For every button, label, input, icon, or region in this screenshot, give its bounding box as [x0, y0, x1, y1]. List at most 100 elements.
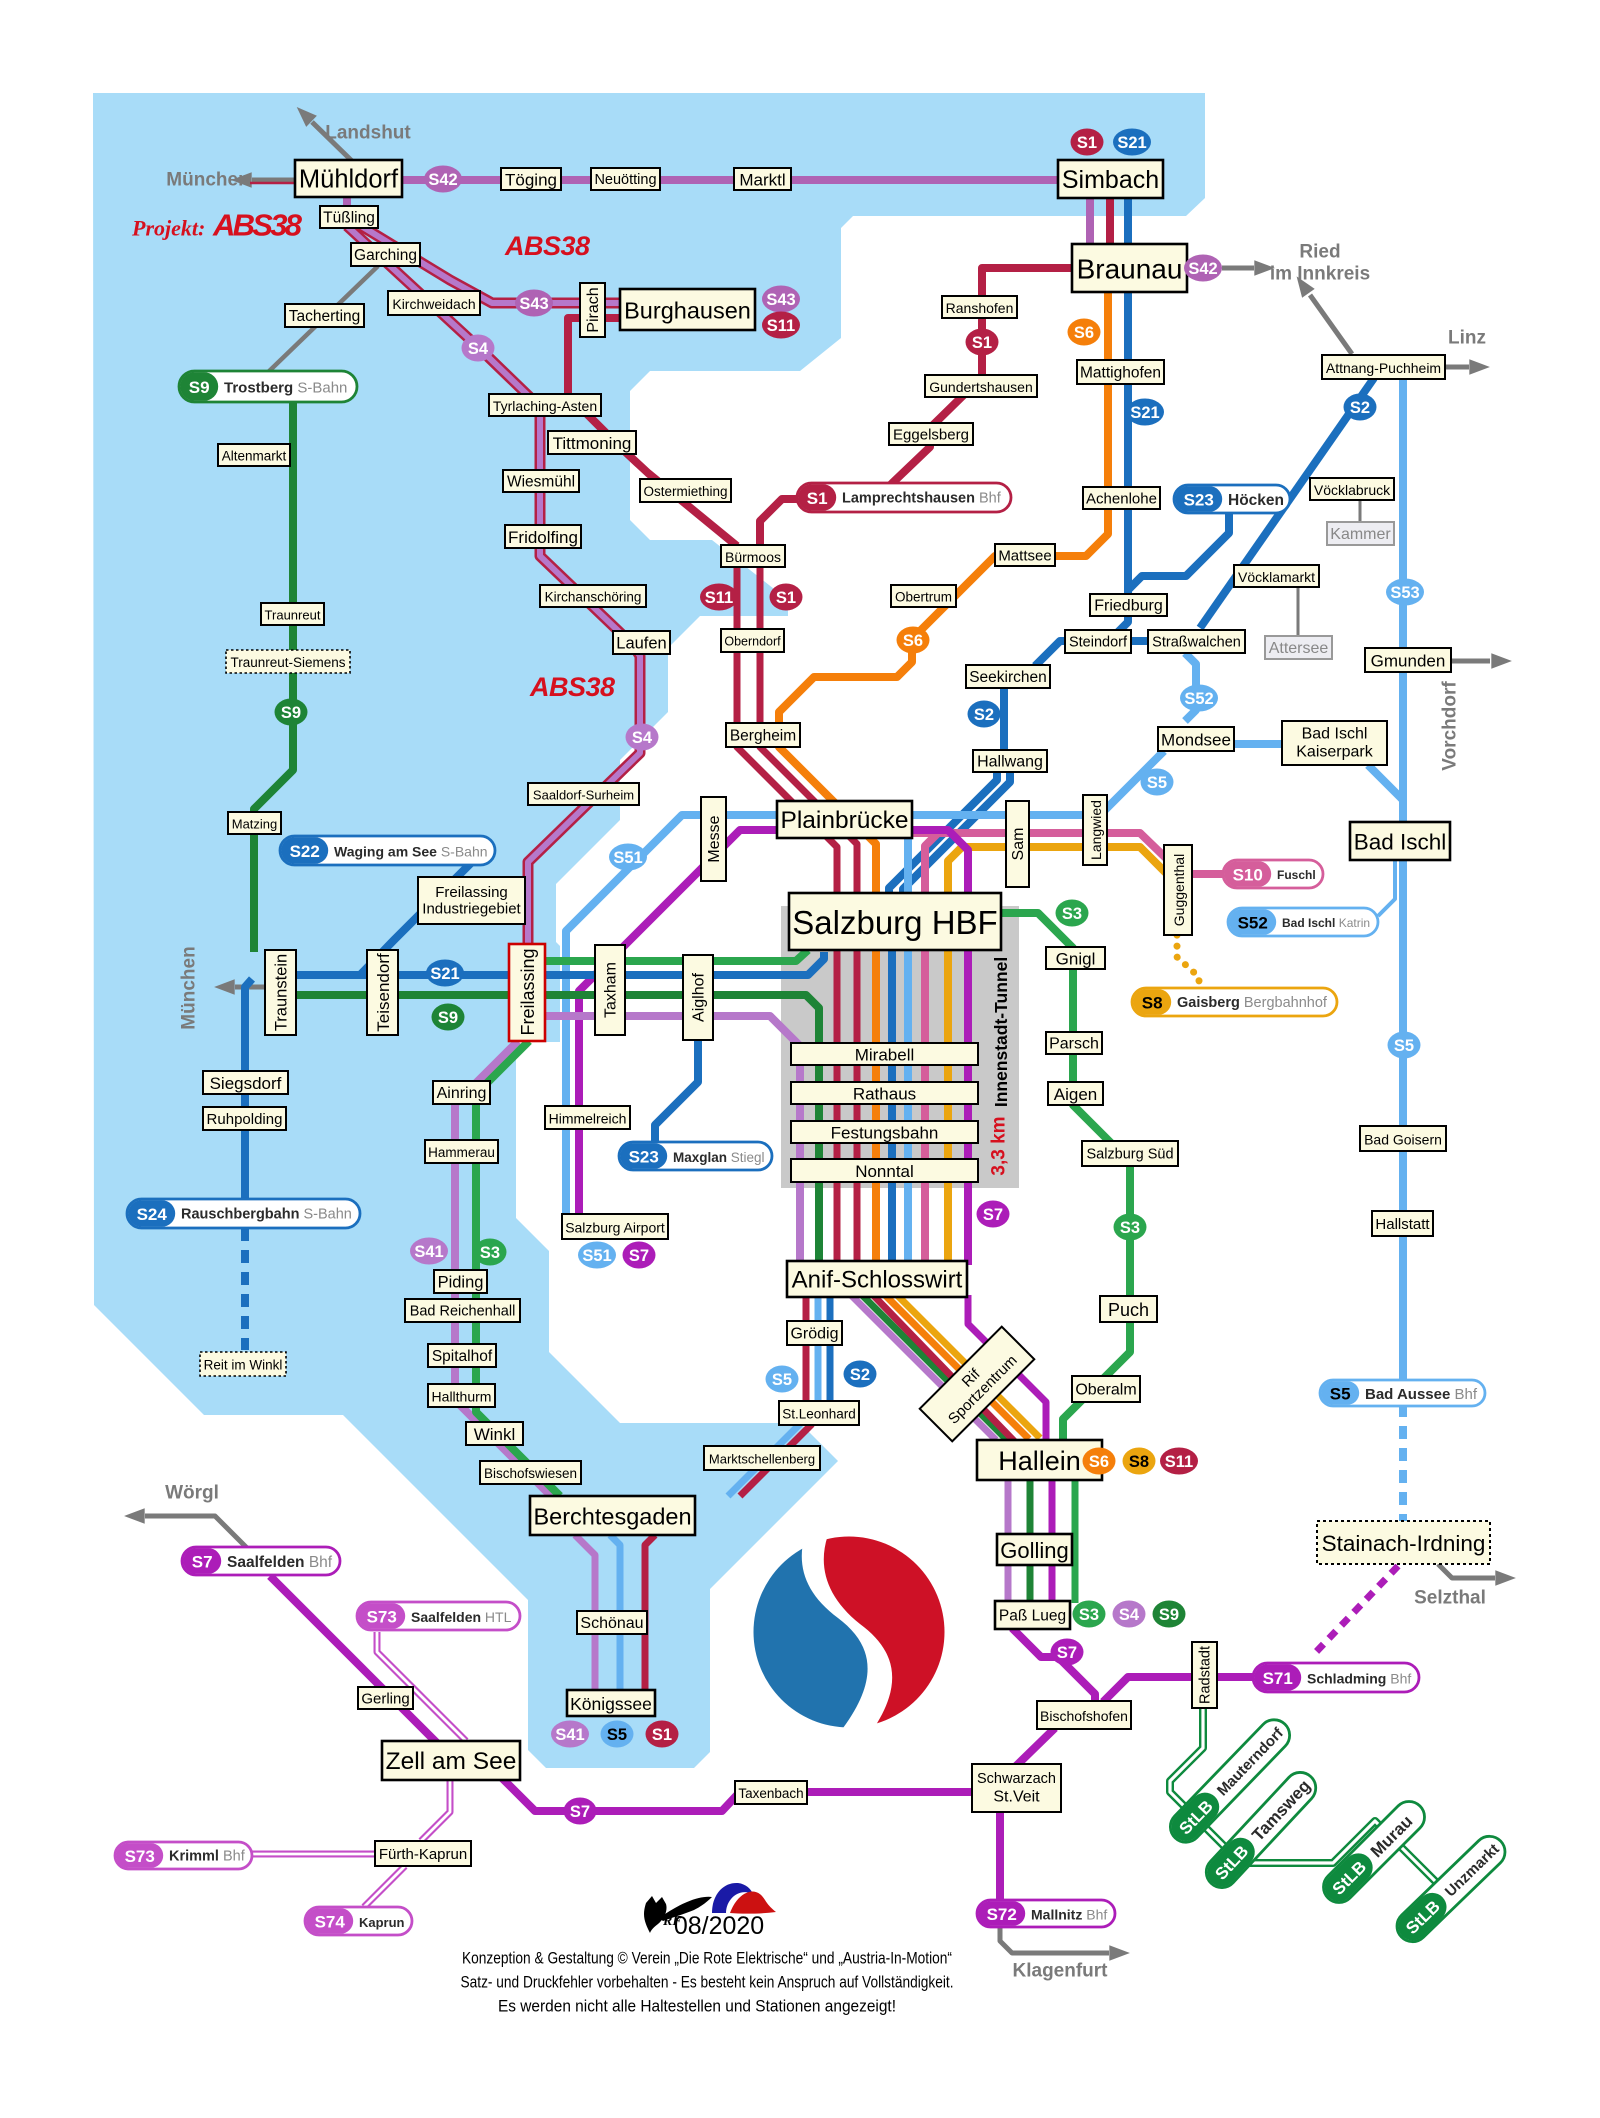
svg-text:Salzburg Süd: Salzburg Süd [1086, 1147, 1173, 1163]
svg-text:S6: S6 [1089, 1453, 1109, 1471]
svg-text:Lamprechtshausen Bhf: Lamprechtshausen Bhf [842, 491, 1002, 507]
svg-text:Traunreut-Siemens: Traunreut-Siemens [230, 655, 345, 670]
svg-text:Stainach-Irdning: Stainach-Irdning [1322, 1531, 1486, 1556]
svg-text:S3: S3 [480, 1244, 500, 1262]
svg-text:Matzing: Matzing [232, 817, 278, 832]
svg-text:Bad Ischl: Bad Ischl [1354, 830, 1447, 855]
svg-text:Bergheim: Bergheim [730, 728, 796, 745]
svg-text:S51: S51 [582, 1247, 611, 1265]
svg-text:Gnigl: Gnigl [1056, 950, 1096, 969]
svg-text:Projekt:: Projekt: [131, 216, 205, 241]
svg-text:S5: S5 [1394, 1037, 1414, 1055]
svg-text:S43: S43 [766, 291, 795, 309]
svg-text:S23: S23 [629, 1148, 659, 1167]
svg-text:Piding: Piding [438, 1274, 484, 1292]
svg-text:Radstadt: Radstadt [1198, 1646, 1214, 1704]
svg-text:Innenstadt-Tunnel: Innenstadt-Tunnel [991, 957, 1011, 1107]
svg-text:Vöcklamarkt: Vöcklamarkt [1238, 569, 1315, 585]
svg-text:RF: RF [662, 1914, 682, 1929]
svg-text:S8: S8 [1129, 1453, 1149, 1471]
svg-text:Pirach: Pirach [585, 287, 602, 332]
svg-text:Ruhpolding: Ruhpolding [207, 1111, 283, 1128]
svg-text:S74: S74 [315, 1913, 346, 1932]
svg-text:Mattsee: Mattsee [998, 548, 1051, 565]
svg-text:S72: S72 [987, 1905, 1017, 1924]
svg-text:Mallnitz Bhf: Mallnitz Bhf [1031, 1907, 1107, 1923]
svg-text:Krimml Bhf: Krimml Bhf [169, 1849, 246, 1865]
svg-text:S53: S53 [1390, 584, 1419, 602]
svg-text:S21: S21 [1117, 134, 1146, 152]
svg-text:Traunstein: Traunstein [273, 954, 291, 1031]
svg-text:Industriegebiet: Industriegebiet [422, 900, 521, 917]
svg-text:Wiesmühl: Wiesmühl [507, 474, 575, 491]
svg-text:Oberndorf: Oberndorf [724, 635, 781, 649]
svg-text:Guggenthal: Guggenthal [1171, 854, 1187, 926]
svg-text:Burghausen: Burghausen [624, 298, 751, 324]
svg-text:Steindorf: Steindorf [1069, 635, 1128, 651]
svg-text:Klagenfurt: Klagenfurt [1013, 1961, 1109, 1982]
svg-text:ABS38: ABS38 [212, 208, 303, 243]
svg-text:Paß Lueg: Paß Lueg [999, 1608, 1066, 1625]
svg-text:S21: S21 [430, 965, 459, 983]
svg-text:Attnang-Puchheim: Attnang-Puchheim [1326, 360, 1441, 376]
svg-text:Tittmoning: Tittmoning [553, 434, 632, 453]
svg-text:Trostberg S-Bahn: Trostberg S-Bahn [224, 379, 347, 396]
svg-text:Achenlohe: Achenlohe [1086, 491, 1157, 508]
svg-text:Grödig: Grödig [790, 1326, 838, 1343]
svg-text:Himmelreich: Himmelreich [549, 1111, 627, 1127]
svg-text:S2: S2 [850, 1366, 870, 1384]
svg-text:Freilassing: Freilassing [518, 948, 538, 1035]
svg-text:Hallstatt: Hallstatt [1375, 1216, 1430, 1233]
svg-text:Mühldorf: Mühldorf [299, 166, 399, 194]
svg-text:Schwarzach: Schwarzach [977, 1771, 1056, 1787]
svg-text:Kaiserpark: Kaiserpark [1296, 743, 1373, 760]
svg-text:Garching: Garching [354, 247, 417, 264]
svg-text:Bad Goisern: Bad Goisern [1364, 1132, 1442, 1148]
svg-text:München: München [179, 946, 200, 1029]
svg-text:S9: S9 [438, 1009, 458, 1027]
svg-text:S42: S42 [1188, 260, 1217, 278]
svg-text:S2: S2 [1350, 399, 1370, 417]
svg-text:S3: S3 [1120, 1219, 1140, 1237]
svg-text:Sam: Sam [1010, 828, 1027, 861]
svg-text:Friedburg: Friedburg [1094, 598, 1162, 615]
svg-text:S22: S22 [290, 842, 320, 861]
svg-text:Mattighofen: Mattighofen [1080, 365, 1161, 382]
svg-text:Freilassing: Freilassing [435, 884, 508, 901]
svg-text:Ried: Ried [1299, 242, 1340, 263]
svg-text:S6: S6 [1074, 324, 1094, 342]
svg-text:Hammerau: Hammerau [428, 1145, 495, 1160]
svg-text:Teisendorf: Teisendorf [374, 953, 393, 1032]
svg-text:Kammer: Kammer [1330, 526, 1391, 543]
svg-text:S9: S9 [281, 704, 301, 722]
svg-text:Kirchanschöring: Kirchanschöring [545, 590, 642, 605]
svg-text:Parsch: Parsch [1049, 1036, 1099, 1053]
svg-text:Bad Reichenhall: Bad Reichenhall [410, 1304, 516, 1320]
svg-text:Taxenbach: Taxenbach [738, 1786, 803, 1801]
svg-text:S52: S52 [1184, 690, 1213, 708]
svg-text:S7: S7 [1057, 1644, 1077, 1662]
svg-text:Marktschellenberg: Marktschellenberg [709, 1452, 815, 1467]
svg-text:Festungsbahn: Festungsbahn [831, 1124, 939, 1143]
svg-text:S5: S5 [1330, 1385, 1351, 1404]
svg-text:St.Leonhard: St.Leonhard [782, 1407, 856, 1422]
svg-text:S52: S52 [1238, 914, 1268, 933]
svg-text:Braunau: Braunau [1077, 254, 1183, 285]
svg-text:Satz- und Druckfehler vorbehal: Satz- und Druckfehler vorbehalten - Es b… [461, 1973, 954, 1992]
svg-text:Simbach: Simbach [1062, 166, 1159, 194]
svg-text:Bischofswiesen: Bischofswiesen [484, 1466, 577, 1481]
svg-text:Gaisberg Bergbahnhof: Gaisberg Bergbahnhof [1177, 995, 1328, 1011]
svg-text:S24: S24 [137, 1205, 168, 1224]
svg-text:Zell am See: Zell am See [386, 1748, 517, 1775]
svg-text:Winkl: Winkl [474, 1425, 516, 1444]
svg-text:Töging: Töging [505, 171, 557, 190]
svg-text:im Innkreis: im Innkreis [1270, 264, 1370, 285]
svg-text:Gmunden: Gmunden [1371, 652, 1446, 671]
svg-text:Messe: Messe [706, 815, 723, 862]
svg-text:S11: S11 [1165, 1453, 1193, 1471]
svg-text:St.Veit: St.Veit [993, 1788, 1040, 1805]
svg-text:Fridolfing: Fridolfing [508, 528, 578, 547]
svg-text:Maxglan Stiegl: Maxglan Stiegl [673, 1150, 765, 1165]
svg-text:Mondsee: Mondsee [1161, 731, 1231, 750]
svg-text:S41: S41 [414, 1243, 443, 1261]
